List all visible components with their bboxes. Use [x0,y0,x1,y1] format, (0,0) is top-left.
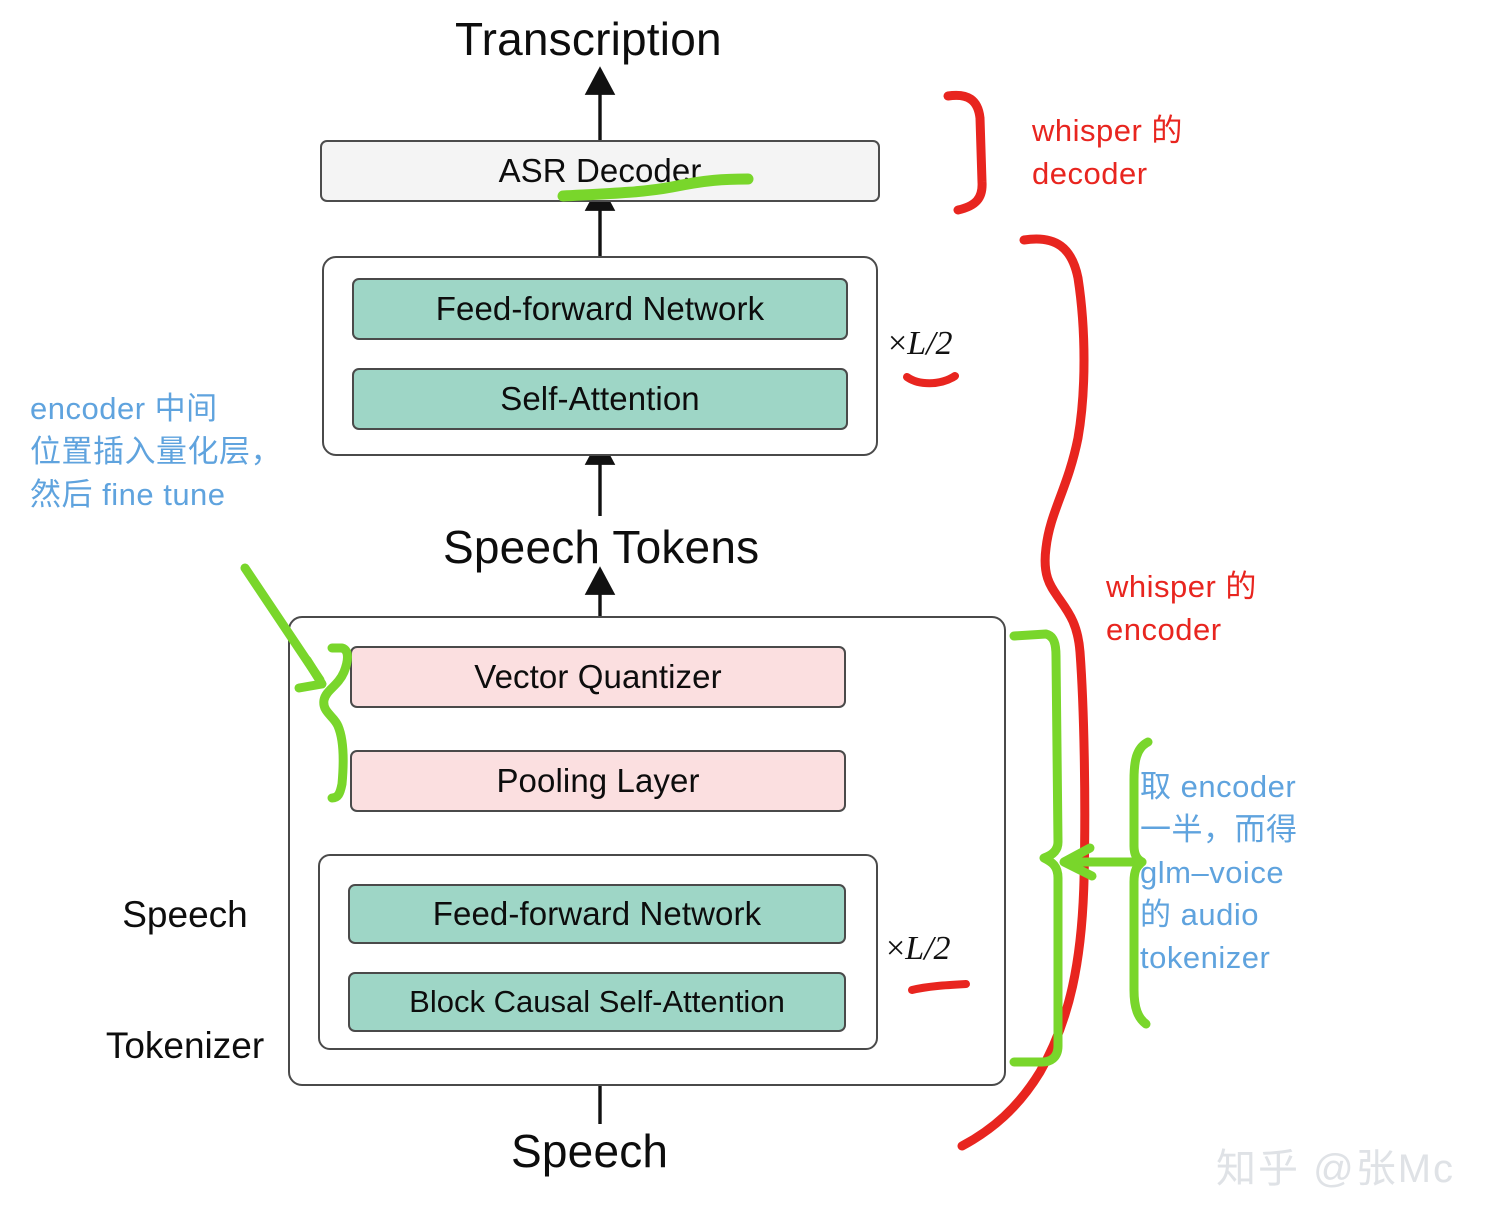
annotation-encoder-quantizer-note: encoder 中间 位置插入量化层， 然后 fine tune [30,391,282,512]
speech-tokens-label: Speech Tokens [443,521,760,573]
encoder-repeat-value: L/2 [907,325,953,362]
red-underline-upper-multiplier [903,372,959,388]
encoder-repeat-symbol: × [888,325,908,362]
speech-tokenizer-group-label: Speech Tokenizer [90,806,280,1155]
block-causal-self-attention-label: Block Causal Self-Attention [409,984,785,1019]
annotation-whisper-decoder: whisper 的 decoder [1032,113,1183,191]
asr-decoder-block: ASR Decoder [320,140,880,202]
speech-tokenizer-group-label-line2: Tokenizer [105,1025,265,1067]
tokenizer-ffn-label: Feed-forward Network [432,895,762,932]
vector-quantizer-label: Vector Quantizer [474,658,722,695]
encoder-ffn-label: Feed-forward Network [435,290,765,327]
encoder-self-attention-label: Self-Attention [500,380,700,417]
vector-quantizer-block: Vector Quantizer [350,646,846,708]
tokenizer-repeat-value: L/2 [905,930,951,967]
annotation-glm-voice-tokenizer-note: 取 encoder 一半，而得 glm–voice 的 audio tokeni… [1140,769,1298,976]
red-brace-whisper-decoder [943,90,987,215]
pooling-layer-block: Pooling Layer [350,750,846,812]
zhihu-watermark: 知乎 @张Mc [1216,1147,1456,1191]
asr-decoder-label: ASR Decoder [498,152,702,189]
encoder-self-attention-block: Self-Attention [352,368,848,430]
annotation-whisper-encoder: whisper 的 encoder [1106,569,1257,647]
tokenizer-repeat-multiplier: ×L/2 [886,930,951,968]
speech-label: Speech [511,1125,669,1177]
pooling-layer-label: Pooling Layer [496,762,700,799]
tokenizer-ffn-block: Feed-forward Network [348,884,846,944]
speech-tokenizer-group-label-line1: Speech [122,894,248,936]
encoder-repeat-multiplier: ×L/2 [888,325,953,363]
encoder-ffn-block: Feed-forward Network [352,278,848,340]
block-causal-self-attention-block: Block Causal Self-Attention [348,972,846,1032]
green-arrow-head-to-tokenizer-bracket [1059,843,1097,881]
transcription-label: Transcription [455,13,722,65]
tokenizer-repeat-symbol: × [886,930,906,967]
green-bracket-speech-tokenizer [1009,629,1063,1067]
